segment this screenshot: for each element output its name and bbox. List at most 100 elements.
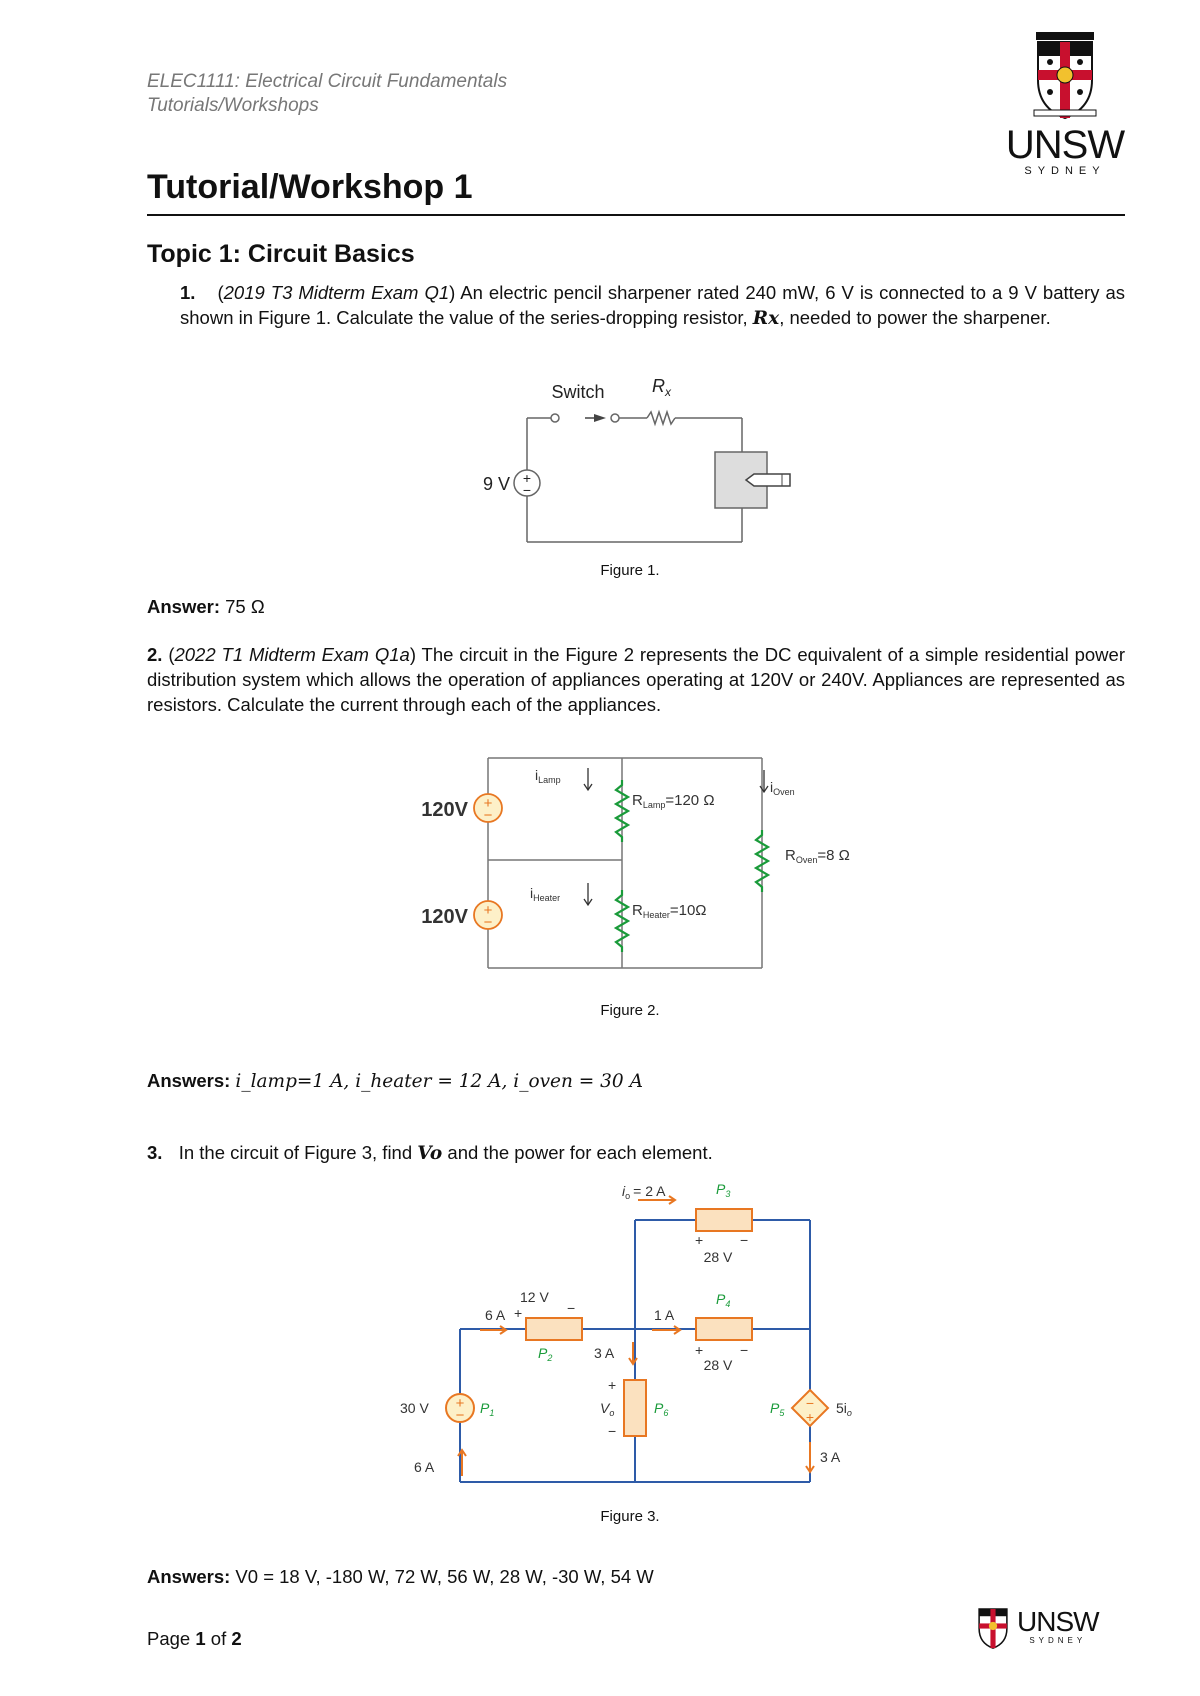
figure-2-circuit: + − + − 120V 120V iLamp iHeater iOven RL…	[421, 757, 850, 969]
topic-heading: Topic 1: Circuit Basics	[147, 240, 415, 268]
source-2-label: 120V	[421, 906, 468, 928]
a6-top-label: 6 A	[485, 1307, 506, 1323]
page-footer: Page 1 of 2	[147, 1628, 242, 1650]
vo-label: Vo	[600, 1400, 614, 1418]
switch-label: Switch	[551, 382, 604, 402]
svg-text:−: −	[484, 914, 493, 931]
a3-right-label: 3 A	[820, 1449, 841, 1465]
i-lamp-label: iLamp	[535, 767, 561, 785]
svg-text:+: +	[484, 795, 493, 812]
question-text-end: and the power for each element.	[442, 1142, 713, 1163]
question-source: 2022 T1 Midterm Exam Q1a	[174, 644, 410, 665]
sydney-footer-wordmark: SYDNEY	[1029, 1635, 1087, 1645]
svg-text:−: −	[608, 1423, 616, 1439]
v28-top-label: 28 V	[704, 1249, 733, 1265]
figure-3-circuit: + − − + io= 2 A P3 + − 28 V P4 + − 28 V …	[400, 1181, 852, 1483]
unsw-logo: UNSW SYDNEY	[1000, 30, 1130, 177]
question-variable: Vo	[417, 1143, 443, 1164]
sydney-wordmark: SYDNEY	[1024, 165, 1106, 177]
question-number: 2.	[147, 644, 163, 665]
course-header: ELEC1111: Electrical Circuit Fundamental…	[147, 70, 507, 118]
unsw-crest-small-icon	[978, 1608, 1008, 1649]
title-rule	[147, 214, 1125, 216]
a3-mid-label: 3 A	[594, 1345, 615, 1361]
figure-1-caption: Figure 1.	[600, 562, 660, 579]
answer-value: 75 Ω	[225, 596, 265, 617]
question-text: In the circuit of Figure 3, find	[178, 1142, 418, 1163]
unsw-footer-wordmark: UNSW	[1017, 1605, 1100, 1637]
pencil-icon	[744, 473, 791, 487]
io-label: io= 2 A	[622, 1183, 666, 1201]
course-title: ELEC1111: Electrical Circuit Fundamental…	[147, 71, 508, 92]
svg-text:+: +	[806, 1409, 814, 1425]
page-number: 1	[195, 1628, 206, 1649]
svg-text:−: −	[806, 1395, 814, 1411]
svg-text:−: −	[740, 1342, 748, 1358]
p2-label: P2	[538, 1345, 552, 1363]
answer-1: Answer: 75 Ω	[147, 596, 265, 618]
question-number: 1.	[180, 282, 196, 303]
i-heater-label: iHeater	[530, 885, 560, 903]
a6-bottom-label: 6 A	[414, 1459, 435, 1475]
element-p3	[695, 1208, 753, 1232]
r-oven-label: ROven=8 Ω	[785, 847, 850, 865]
answer-label: Answers:	[147, 1070, 231, 1091]
unsw-wordmark: UNSW	[1005, 123, 1125, 167]
p1-label: P1	[480, 1400, 494, 1418]
source-plus: +	[523, 470, 531, 486]
p4-label: P4	[716, 1291, 730, 1309]
svg-text:+: +	[484, 902, 493, 919]
svg-text:+: +	[456, 1395, 465, 1412]
element-p4	[695, 1317, 753, 1341]
source-minus: −	[523, 482, 531, 498]
question-variable: Rx	[752, 308, 780, 329]
answer-value: i_lamp=1 A, i_heater = 12 A, i_oven = 30…	[235, 1071, 643, 1092]
v30-label: 30 V	[400, 1400, 429, 1416]
dependent-source	[790, 1388, 830, 1428]
question-1: 1. (2019 T3 Midterm Exam Q1) An electric…	[180, 282, 1126, 329]
svg-text:+: +	[695, 1342, 703, 1358]
rx-label: Rx	[652, 376, 672, 399]
source-label: 9 V	[483, 474, 510, 494]
footer-logo: UNSW SYDNEY	[975, 1600, 1100, 1652]
page-title: Tutorial/Workshop 1	[147, 168, 473, 206]
svg-text:−: −	[567, 1300, 575, 1316]
page-total: 2	[231, 1628, 242, 1649]
p6-label: P6	[654, 1400, 668, 1418]
v28-mid-label: 28 V	[704, 1357, 733, 1373]
dep-source-label: 5io	[836, 1400, 852, 1418]
question-text: An electric pencil sharpener rated 240 m…	[180, 282, 1126, 328]
r-heater-label: RHeater=10Ω	[632, 902, 707, 920]
question-text: The circuit in the Figure 2 represents t…	[147, 644, 1125, 715]
a1-label: 1 A	[654, 1307, 675, 1323]
unsw-crest-icon	[1033, 32, 1097, 120]
answer-3: Answers: V0 = 18 V, -180 W, 72 W, 56 W, …	[147, 1566, 654, 1588]
course-section: Tutorials/Workshops	[147, 95, 319, 116]
question-text-end: , needed to power the sharpener.	[779, 307, 1051, 328]
source-1-label: 120V	[421, 799, 468, 821]
source-30v	[445, 1393, 475, 1423]
i-oven-label: iOven	[770, 779, 795, 797]
element-p2	[525, 1317, 583, 1341]
page-label: Page	[147, 1628, 191, 1649]
question-3: 3. In the circuit of Figure 3, find Vo a…	[147, 1140, 1125, 1166]
element-p6	[623, 1379, 647, 1437]
page-of: of	[210, 1628, 227, 1649]
svg-text:+: +	[695, 1232, 703, 1248]
question-2: 2. (2022 T1 Midterm Exam Q1a) The circui…	[147, 644, 1125, 715]
answer-label: Answer:	[147, 596, 220, 617]
answer-value: V0 = 18 V, -180 W, 72 W, 56 W, 28 W, -30…	[235, 1566, 654, 1587]
p3-label: P3	[716, 1181, 730, 1199]
figure-1-circuit: + − 9 V Switch Rx	[483, 376, 791, 543]
v12-label: 12 V	[520, 1289, 549, 1305]
svg-text:+: +	[608, 1377, 616, 1393]
question-source: 2019 T3 Midterm Exam Q1	[223, 282, 450, 303]
svg-text:−: −	[456, 1407, 465, 1424]
figure-2-caption: Figure 2.	[600, 1002, 660, 1019]
svg-text:−: −	[740, 1232, 748, 1248]
figure-3-caption: Figure 3.	[600, 1508, 660, 1525]
answer-label: Answers:	[147, 1566, 231, 1587]
svg-text:+: +	[514, 1305, 522, 1321]
question-number: 3.	[147, 1142, 163, 1163]
r-lamp-label: RLamp=120 Ω	[632, 792, 715, 810]
